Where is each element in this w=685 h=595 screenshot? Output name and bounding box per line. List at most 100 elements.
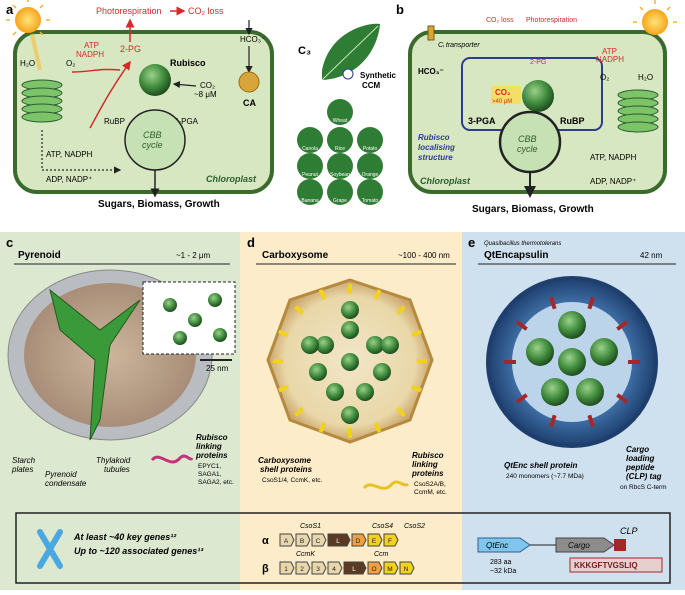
output-label-b: Sugars, Biomass, Growth [472,204,594,215]
qtenc-gene [477,537,531,553]
crop-peanut-icon [297,153,323,179]
c-linking-label-3: proteins [195,451,228,460]
ccm-label: CCM [362,81,381,90]
crop-tomato-icon [357,179,383,205]
gene-arrow [279,533,295,547]
clp-tag-mark [515,320,528,331]
inset-rubisco-2 [188,313,202,327]
atp-nadph-label-b: ATP, NADPH [590,153,637,162]
clp-tag-mark [587,414,595,428]
encapsulin-cargo-icon [576,378,604,406]
clp-label-4: (CLP) tag [626,472,662,481]
condensate-label-1: Pyrenoid [45,470,77,479]
3pga-label-b: 3-PGA [468,116,496,126]
o2-label-a: O₂ [66,59,75,68]
linking-protein-icon-c [150,454,194,464]
crop-label: Peanut [302,172,318,178]
shell-linker-mark [278,329,289,338]
cbb-label-a: CBB [143,130,162,140]
gene-letter: F [388,538,392,545]
gene-letter: D [356,538,361,545]
clp-tag-mark [504,360,516,364]
co2-box-b [491,86,521,104]
photoresp-label-b: Photorespiration [526,17,577,24]
carboxysome-rubisco-icon [341,321,359,339]
encapsulin-cargo-icon [526,338,554,366]
rls-label-3: structure [418,153,453,162]
panel-d: d Carboxysome ~100 - 400 nm Carboxysome … [240,232,462,590]
c-linking-ex-2: SAGA1, [198,471,222,478]
crop-canola-icon [297,127,323,153]
shell-linker-mark [348,428,352,438]
gene-arrow [279,561,295,575]
gene-letter: O [371,566,376,573]
co2-conc-label-a: ~8 μM [194,90,217,99]
clp-label-5: on RbcS C-term [620,484,667,491]
dotted-loop-a [41,130,122,174]
co2-to-rubisco-arrow-a [172,80,197,89]
carboxysome-rubisco-icon [381,336,399,354]
genes-line-1: At least ~40 key genes¹² [73,532,177,542]
clp-label-1: Cargo [626,445,649,454]
atp-label-a: ATP [84,41,99,50]
d-linking-ex-2: CcmM, etc. [414,489,447,496]
rubisco-icon-a [139,64,171,96]
carboxysome-rubisco-icon [341,301,359,319]
gene-letter: 4 [332,566,336,573]
linking-protein-icon-d [362,480,410,490]
gene-bar-frame [15,512,671,584]
co2-label-a: CO₂ [200,81,215,90]
panel-e-letter: e [468,235,475,250]
clp-tag-mark [587,296,595,310]
shell-linker-mark [411,329,422,338]
inset-rubisco-1 [163,298,177,312]
shell-linker-mark [318,422,327,433]
clp-label-2: loading [626,454,655,463]
atp-label-b: ATP [602,47,617,56]
gene-arrow [295,561,311,575]
panel-b-letter: b [396,2,404,17]
clp-gene [614,539,626,551]
shell-linker-mark [273,359,283,363]
hco3-label-b: HCO₃⁻ [418,67,444,76]
panel-a-letter: a [6,2,14,17]
inset-rubisco-3 [208,293,222,307]
co2-loss-label-b: CO₂ loss [486,17,514,24]
cargo-label: Cargo [568,541,590,550]
rubp-label-a: RuBP [104,117,125,126]
shell-linker-mark [395,305,406,316]
panel-e-organism: Quasibacillus thermotolerans [484,241,561,247]
e-shell-label-2: 240 monomers (~7.7 MDa) [506,473,584,480]
carboxysome-rubisco-icon [356,383,374,401]
beta-label: β [262,563,269,575]
crop-label: Grape [333,198,347,204]
rubisco-icon-b [522,80,554,112]
sun-icon [6,0,50,71]
clp-tag-mark [628,360,640,364]
aa-label: 283 aa [490,559,512,566]
ccmk-label: CcmK [296,551,315,558]
atp-nadph-label-a: ATP, NADPH [46,150,93,159]
d-linking-label-2: linking [412,460,438,469]
shell-linker-mark [417,359,427,363]
gene-letter: A [284,538,289,545]
gene-letter: E [372,538,377,545]
d-linking-label-1: Rubisco [412,451,444,460]
starch-label-2: plates [11,465,33,474]
chloroplast-label-a: Chloroplast [206,174,257,184]
output-label-a: Sugars, Biomass, Growth [98,199,220,210]
encapsulin-cargo-icon [558,348,586,376]
shell-linker-mark [294,406,305,417]
thylakoid-label-1: Thylakoid [96,456,131,465]
panel-c-size: ~1 - 2 μm [176,251,211,260]
co2-label-b: CO₂ [495,88,511,97]
rls-label-1: Rubisco [418,133,450,142]
panel-a: a H₂O O₂ ATP NADPH Photorespiration CO₂ … [6,0,311,210]
rubisco-label-a: Rubisco [170,58,206,68]
crop-label: Wheat [333,118,348,124]
csos2-label: CsoS2 [404,523,425,530]
cbb-label-b: CBB [518,134,537,144]
rls-label-2: localising [418,143,455,152]
